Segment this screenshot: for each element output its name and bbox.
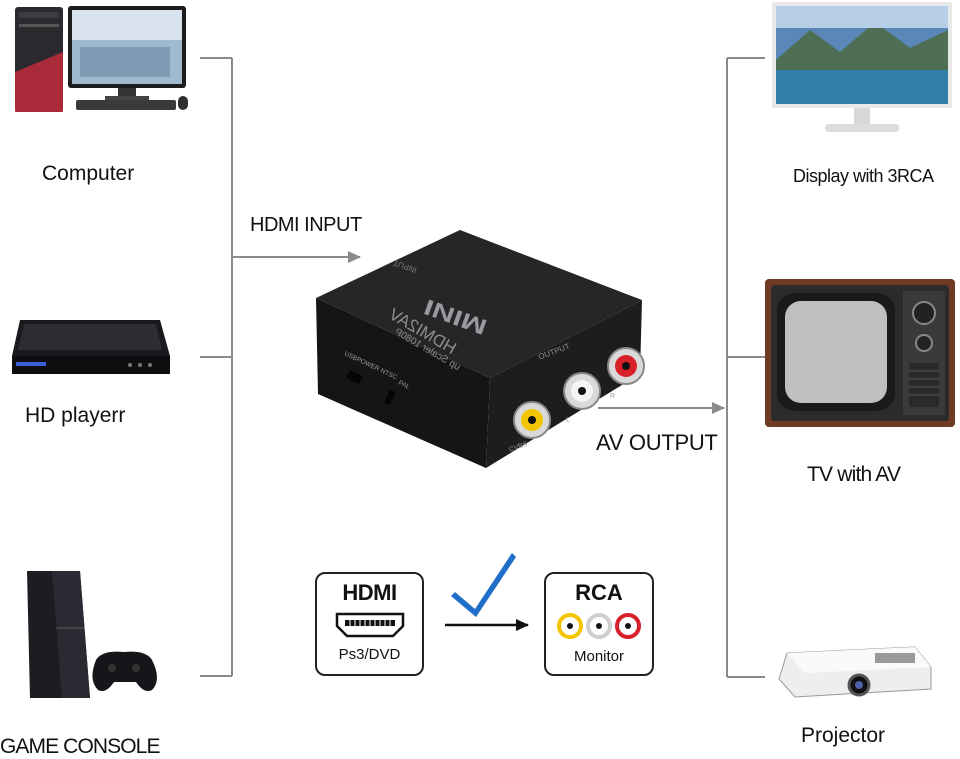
display-label: Display with 3RCA — [793, 166, 934, 186]
rca-jack-red — [607, 347, 645, 385]
rca-connectors-icon — [557, 613, 641, 639]
hdmi-badge-title: HDMI — [342, 580, 397, 605]
projector-label: Projector — [801, 724, 886, 747]
computer-label: Computer — [42, 162, 135, 185]
hdmi-port-icon — [335, 612, 405, 638]
display-monitor-icon — [772, 2, 952, 132]
pal-text: PAL — [397, 379, 411, 390]
rca-jack-yellow — [513, 401, 551, 439]
tv-label: TV with AV — [807, 463, 901, 486]
game-console-icon — [27, 571, 157, 698]
hd-player-label: HD playerr — [25, 404, 126, 427]
crt-tv-icon — [765, 279, 955, 427]
hdmi-badge-subtitle: Ps3/DVD — [338, 646, 401, 663]
rca-jack-white — [563, 372, 601, 410]
projector-icon — [778, 646, 932, 698]
check-icon — [451, 553, 516, 617]
rca-badge-subtitle: Monitor — [573, 648, 625, 665]
rca-badge-title: RCA — [575, 580, 623, 605]
hdmi-badge: HDMI Ps3/DVD — [315, 572, 424, 676]
av-output-label: AV OUTPUT — [596, 430, 718, 455]
left-bracket — [200, 57, 233, 677]
right-channel-text: R — [610, 393, 615, 400]
hdmi2av-converter-box: MINI HDMI2AV up Scaler 1080P INPUT OUTPU… — [316, 230, 645, 468]
rca-badge: RCA Monitor — [544, 572, 654, 676]
left-channel-text: L — [566, 417, 570, 424]
game-console-label: GAME CONSOLE — [0, 735, 160, 758]
computer-icon — [15, 6, 188, 112]
blu-ray-player-icon — [12, 320, 170, 374]
right-bracket — [726, 57, 765, 678]
hdmi-input-label: HDMI INPUT — [250, 214, 362, 236]
